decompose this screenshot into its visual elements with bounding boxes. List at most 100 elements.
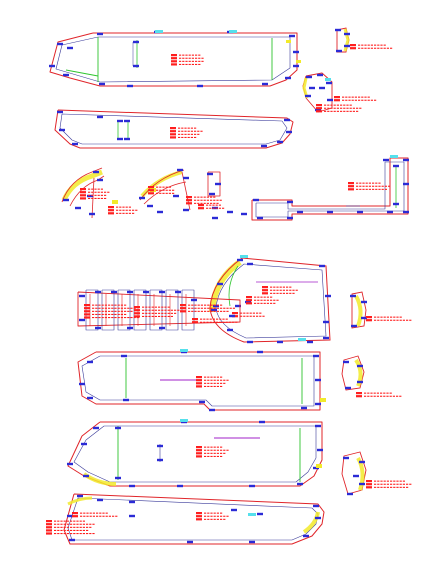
annotation-glyph (125, 209, 128, 211)
dimension-tag (323, 320, 329, 324)
annotation-block (171, 54, 177, 57)
annotation-glyph (273, 289, 276, 291)
annotation-glyph (354, 99, 357, 101)
annotation-glyph (95, 317, 98, 319)
annotation-glyph (92, 523, 95, 525)
dimension-tag (262, 82, 268, 86)
dimension-tag (361, 300, 367, 304)
annotation-glyph (130, 307, 133, 309)
annotation-glyph (383, 486, 386, 488)
annotation-glyph (197, 307, 200, 309)
annotation-glyph (393, 480, 396, 482)
dimension-tag (87, 194, 93, 198)
annotation-glyph (383, 483, 386, 485)
annotation-block (108, 206, 114, 209)
annotation-glyph (216, 310, 219, 312)
annotation-glyph (89, 515, 92, 517)
annotation-glyph (63, 526, 66, 528)
annotation-glyph (213, 385, 216, 387)
annotation-glyph (216, 321, 219, 323)
annotation-glyph (204, 307, 207, 309)
annotation-glyph (209, 207, 212, 209)
dimension-tag (127, 290, 133, 294)
annotation-block (170, 130, 176, 133)
annotation-glyph (190, 130, 193, 132)
annotation-glyph (97, 191, 100, 193)
annotation-block (186, 202, 192, 205)
annotation-glyph (390, 316, 393, 318)
dimension-tag (303, 534, 309, 538)
annotation-glyph (225, 321, 228, 323)
annotation-glyph (210, 446, 213, 448)
dimension-tag (97, 498, 103, 502)
dimension-tag (124, 119, 130, 123)
annotation-glyph (73, 533, 76, 535)
annotation-glyph (206, 202, 209, 204)
annotation-glyph (386, 47, 389, 49)
dimension-tag (284, 118, 290, 122)
annotation-glyph (367, 392, 370, 394)
annotation-glyph (368, 185, 371, 187)
annotation-glyph (86, 523, 89, 525)
dimension-tag (351, 324, 357, 328)
annotation-glyph (223, 307, 226, 309)
dimension-tag (81, 442, 87, 446)
annotation-glyph (235, 321, 238, 323)
annotation-glyph (190, 136, 193, 138)
annotation-glyph (223, 518, 226, 520)
annotation-glyph (386, 395, 389, 397)
annotation-glyph (390, 319, 393, 321)
annotation-glyph (259, 312, 262, 314)
annotation-glyph (270, 299, 273, 301)
annotation-block (232, 312, 238, 315)
curved-strip (143, 181, 187, 205)
annotation-block (350, 47, 356, 50)
annotation-glyph (219, 318, 222, 320)
dimension-tag (319, 264, 325, 268)
annotation-glyph (402, 319, 405, 321)
annotation-glyph (119, 206, 122, 208)
dimension-tag (227, 328, 233, 332)
annotation-glyph (370, 392, 373, 394)
dimension-tag (72, 142, 78, 146)
annotation-glyph (185, 54, 188, 56)
annotation-glyph (104, 191, 107, 193)
annotation-block (196, 449, 202, 452)
annotation-glyph (82, 526, 85, 528)
dimension-tag (289, 34, 295, 38)
annotation-glyph (386, 319, 389, 321)
notch-marker (320, 398, 326, 402)
annotation-glyph (374, 480, 377, 482)
annotation-glyph (97, 197, 100, 199)
dimension-tag (249, 540, 255, 544)
annotation-glyph (361, 47, 364, 49)
annotation-glyph (194, 202, 197, 204)
annotation-block (84, 310, 90, 313)
annotation-glyph (203, 202, 206, 204)
annotation-glyph (188, 310, 191, 312)
annotation-glyph (213, 518, 216, 520)
inner-outline (81, 355, 315, 407)
annotation-glyph (154, 309, 157, 311)
dimension-tag (287, 216, 293, 220)
annotation-glyph (396, 319, 399, 321)
annotation-block (46, 523, 52, 526)
small-piece-right-middle (302, 72, 377, 113)
annotation-glyph (162, 186, 165, 188)
annotation-glyph (76, 523, 79, 525)
annotation-glyph (91, 194, 94, 196)
annotation-glyph (170, 312, 173, 314)
annotation-glyph (367, 395, 370, 397)
outer-outline (251, 157, 409, 221)
dimension-tag (353, 474, 359, 478)
annotation-glyph (374, 44, 377, 46)
annotation-glyph (165, 186, 168, 188)
dimension-tag (344, 32, 350, 36)
annotation-glyph (229, 307, 232, 309)
annotation-glyph (128, 212, 131, 214)
dimension-tag (297, 210, 303, 214)
annotation-glyph (60, 523, 63, 525)
annotation-block (366, 480, 372, 483)
dimension-tag (261, 144, 267, 148)
